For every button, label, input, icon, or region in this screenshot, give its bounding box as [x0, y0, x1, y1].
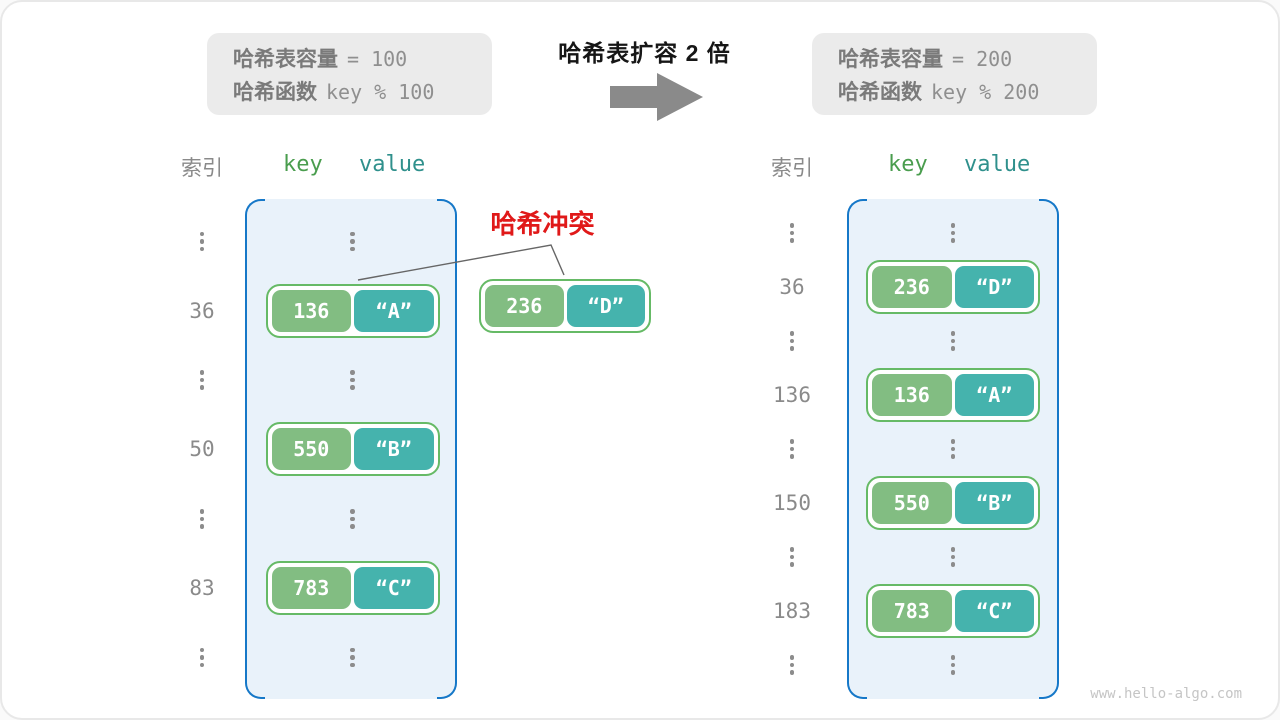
- index-label: 83: [189, 576, 215, 601]
- table-row: 150 550 “B”: [748, 476, 1059, 530]
- after-hashfn-label: 哈希函数: [838, 80, 922, 104]
- key-value-pair: 783 “C”: [866, 584, 1040, 638]
- table-row: 36 136 “A”: [170, 276, 457, 345]
- ellipsis-icon: [350, 231, 355, 252]
- after-value-header: value: [964, 152, 1031, 177]
- table-row: 36 236 “D”: [748, 260, 1059, 314]
- key-value-pair: 550 “B”: [866, 476, 1040, 530]
- table-row: [748, 638, 1059, 692]
- ellipsis-icon: [199, 647, 205, 668]
- before-capacity-value: = 100: [347, 46, 408, 71]
- ellipsis-icon: [950, 655, 956, 675]
- ellipsis-icon: [789, 223, 795, 243]
- index-label: 50: [189, 437, 215, 462]
- ellipsis-icon: [789, 439, 795, 459]
- index-label: 136: [773, 383, 811, 407]
- before-capacity-label: 哈希表容量: [233, 47, 338, 71]
- table-row: [748, 422, 1059, 476]
- key-box: 550: [271, 428, 351, 471]
- collision-label: 哈希冲突: [490, 209, 595, 239]
- after-capacity-label: 哈希表容量: [838, 47, 943, 71]
- expand-title: 哈希表扩容 2 倍: [558, 40, 731, 66]
- table-row: [170, 207, 457, 276]
- ellipsis-icon: [199, 509, 205, 529]
- ellipsis-icon: [789, 547, 795, 567]
- ellipsis-icon: [789, 331, 795, 351]
- key-box: 236: [872, 266, 952, 308]
- before-table-left-bracket: [245, 199, 265, 699]
- table-row: 136 136 “A”: [748, 368, 1059, 422]
- value-box: “D”: [566, 285, 645, 327]
- before-info-box: 哈希表容量 = 100 哈希函数 key % 100: [207, 33, 492, 115]
- key-box: 136: [872, 374, 952, 416]
- table-row: [170, 484, 457, 553]
- value-box: “B”: [954, 482, 1034, 524]
- value-box: “C”: [954, 590, 1034, 632]
- value-box: “A”: [954, 374, 1034, 416]
- index-label: 36: [779, 275, 805, 299]
- table-row: 83 783 “C”: [170, 553, 457, 622]
- ellipsis-icon: [350, 509, 355, 529]
- collision-key-value-pair: 236 “D”: [479, 279, 651, 333]
- before-rows: 36 136 “A” 50 550 “B” 83 783 “C”: [170, 207, 457, 692]
- ellipsis-icon: [950, 439, 956, 459]
- key-box: 783: [872, 590, 952, 632]
- before-hashfn-label: 哈希函数: [233, 80, 317, 104]
- table-row: 183 783 “C”: [748, 584, 1059, 638]
- table-row: [170, 346, 457, 415]
- before-value-header: value: [359, 152, 426, 177]
- ellipsis-icon: [350, 647, 355, 668]
- index-label: 36: [189, 298, 215, 323]
- key-box: 783: [271, 567, 351, 610]
- value-box: “A”: [354, 289, 434, 332]
- index-label: 150: [773, 491, 811, 515]
- table-row: [748, 206, 1059, 260]
- ellipsis-icon: [950, 223, 956, 243]
- value-box: “B”: [354, 428, 434, 471]
- watermark: www.hello-algo.com: [1090, 686, 1242, 702]
- before-capacity-line: 哈希表容量 = 100: [233, 43, 492, 73]
- key-value-pair: 136 “A”: [866, 368, 1040, 422]
- expand-arrow-icon: [610, 73, 703, 121]
- after-hashfn-line: 哈希函数 key % 200: [838, 76, 1097, 106]
- value-box: “C”: [354, 567, 434, 610]
- index-label: 183: [773, 599, 811, 623]
- before-key-header: key: [283, 152, 323, 177]
- table-row: [748, 530, 1059, 584]
- ellipsis-icon: [350, 370, 355, 390]
- ellipsis-icon: [789, 655, 795, 675]
- ellipsis-icon: [199, 231, 205, 252]
- after-hashfn-value: key % 200: [931, 79, 1040, 104]
- value-box: “D”: [954, 266, 1034, 308]
- before-hashfn-value: key % 100: [326, 79, 435, 104]
- ellipsis-icon: [950, 547, 956, 567]
- ellipsis-icon: [950, 331, 956, 351]
- key-box: 236: [485, 285, 564, 327]
- after-table-left-bracket: [847, 199, 867, 699]
- key-value-pair: 236 “D”: [866, 260, 1040, 314]
- key-value-pair: 550 “B”: [265, 422, 440, 477]
- before-hashfn-line: 哈希函数 key % 100: [233, 76, 492, 106]
- before-index-header: 索引: [181, 157, 223, 180]
- after-capacity-value: = 200: [952, 46, 1013, 71]
- ellipsis-icon: [199, 370, 205, 390]
- after-index-header: 索引: [771, 157, 813, 180]
- table-row: 50 550 “B”: [170, 415, 457, 484]
- after-info-box: 哈希表容量 = 200 哈希函数 key % 200: [812, 33, 1097, 115]
- after-capacity-line: 哈希表容量 = 200: [838, 43, 1097, 73]
- after-rows: 36 236 “D” 136 136 “A” 150 550 “B”: [748, 206, 1059, 692]
- key-value-pair: 783 “C”: [265, 561, 440, 616]
- table-row: [748, 314, 1059, 368]
- after-key-header: key: [888, 152, 928, 177]
- key-box: 136: [271, 289, 351, 332]
- key-value-pair: 136 “A”: [265, 283, 440, 338]
- table-row: [170, 623, 457, 692]
- key-box: 550: [872, 482, 952, 524]
